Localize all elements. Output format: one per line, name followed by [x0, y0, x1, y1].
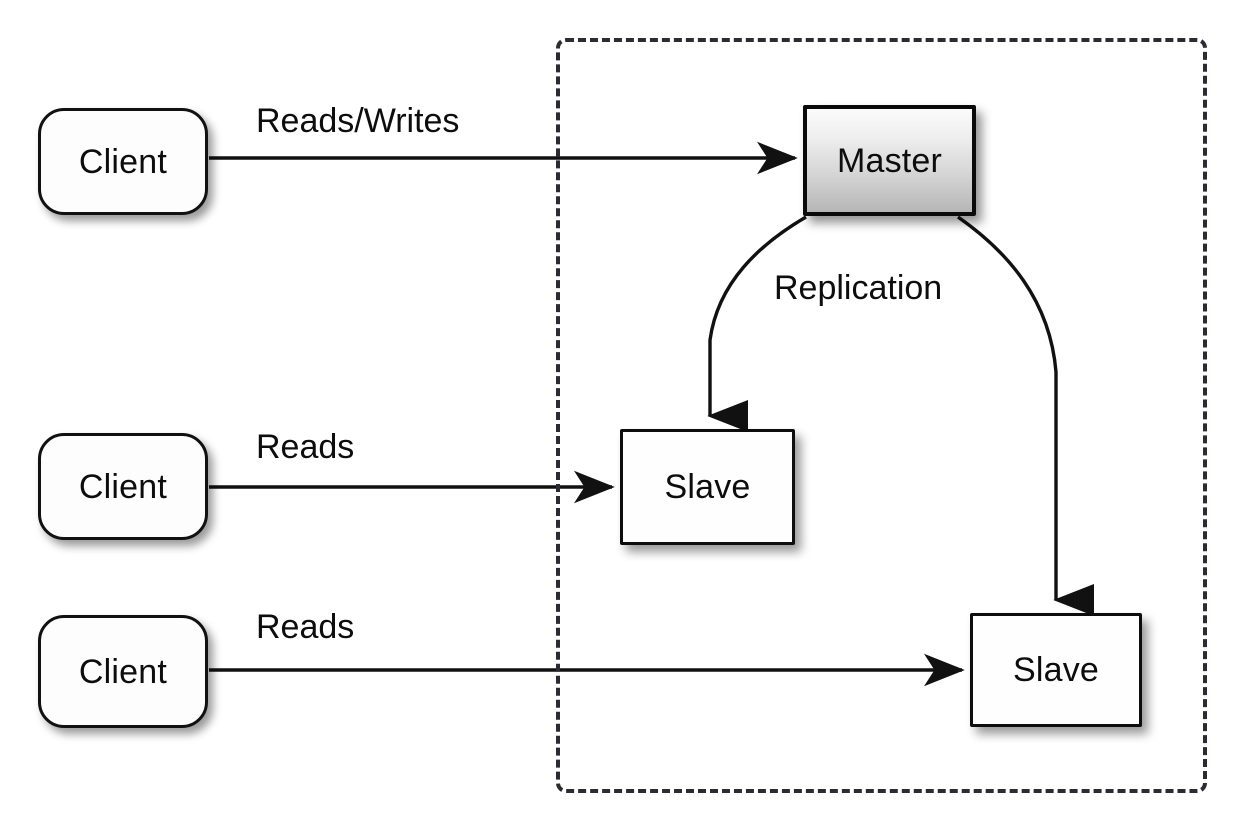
node-client-2[interactable]: Client — [38, 433, 208, 540]
server-boundary-region — [556, 38, 1207, 793]
node-label: Master — [836, 141, 943, 180]
node-slave-1[interactable]: Slave — [620, 429, 795, 545]
node-label: Client — [78, 652, 168, 691]
edge-label-reads-writes: Reads/Writes — [256, 102, 460, 140]
node-label: Slave — [1012, 651, 1100, 689]
node-label: Client — [78, 142, 168, 181]
node-slave-2[interactable]: Slave — [970, 613, 1142, 727]
node-client-1[interactable]: Client — [38, 108, 208, 215]
node-master[interactable]: Master — [803, 105, 976, 216]
node-label: Client — [78, 467, 168, 506]
node-client-3[interactable]: Client — [38, 615, 208, 728]
node-label: Slave — [664, 468, 751, 506]
edge-label-reads-top: Reads — [256, 428, 355, 466]
edge-label-reads-bottom: Reads — [256, 608, 355, 646]
edge-label-replication: Replication — [774, 269, 943, 307]
